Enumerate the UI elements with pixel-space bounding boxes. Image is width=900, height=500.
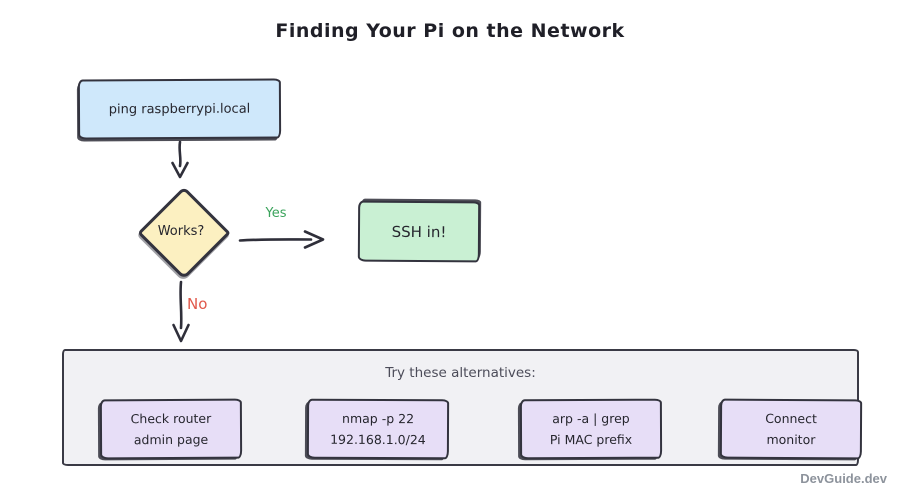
alternative-label-line1: arp -a | grep [552, 410, 630, 427]
alternative-label-line1: Connect [765, 410, 817, 427]
yes-branch-label: Yes [265, 206, 287, 221]
alternative-node-monitor: Connect monitor [719, 398, 863, 460]
page-title: Finding Your Pi on the Network [275, 20, 625, 42]
alternative-node-nmap: nmap -p 22 192.168.1.0/24 [306, 398, 450, 460]
start-node-label: ping raspberrypi.local [108, 101, 251, 117]
alternative-node-check-router: Check router admin page [99, 398, 243, 460]
alternative-label-line2: monitor [766, 431, 816, 448]
start-node: ping raspberrypi.local [77, 78, 282, 140]
decision-node-label: Works? [157, 223, 205, 239]
alternative-label-line1: nmap -p 22 [342, 410, 415, 427]
connector-yes-arrow [238, 230, 325, 249]
alternative-node-arp: arp -a | grep Pi MAC prefix [519, 398, 663, 460]
alternatives-heading: Try these alternatives: [385, 365, 536, 381]
success-node-label: SSH in! [391, 222, 447, 241]
alternative-label-line2: admin page [133, 431, 209, 448]
success-node: SSH in! [357, 200, 481, 263]
brand-watermark: DevGuide.dev [800, 471, 887, 486]
alternatives-panel: Try these alternatives: Check router adm… [62, 349, 863, 466]
no-branch-label: No [187, 295, 208, 313]
alternative-label-line2: 192.168.1.0/24 [330, 431, 426, 448]
alternative-label-line1: Check router [130, 410, 212, 427]
connector-start-to-decision [171, 140, 189, 179]
alternative-label-line2: Pi MAC prefix [549, 431, 633, 448]
